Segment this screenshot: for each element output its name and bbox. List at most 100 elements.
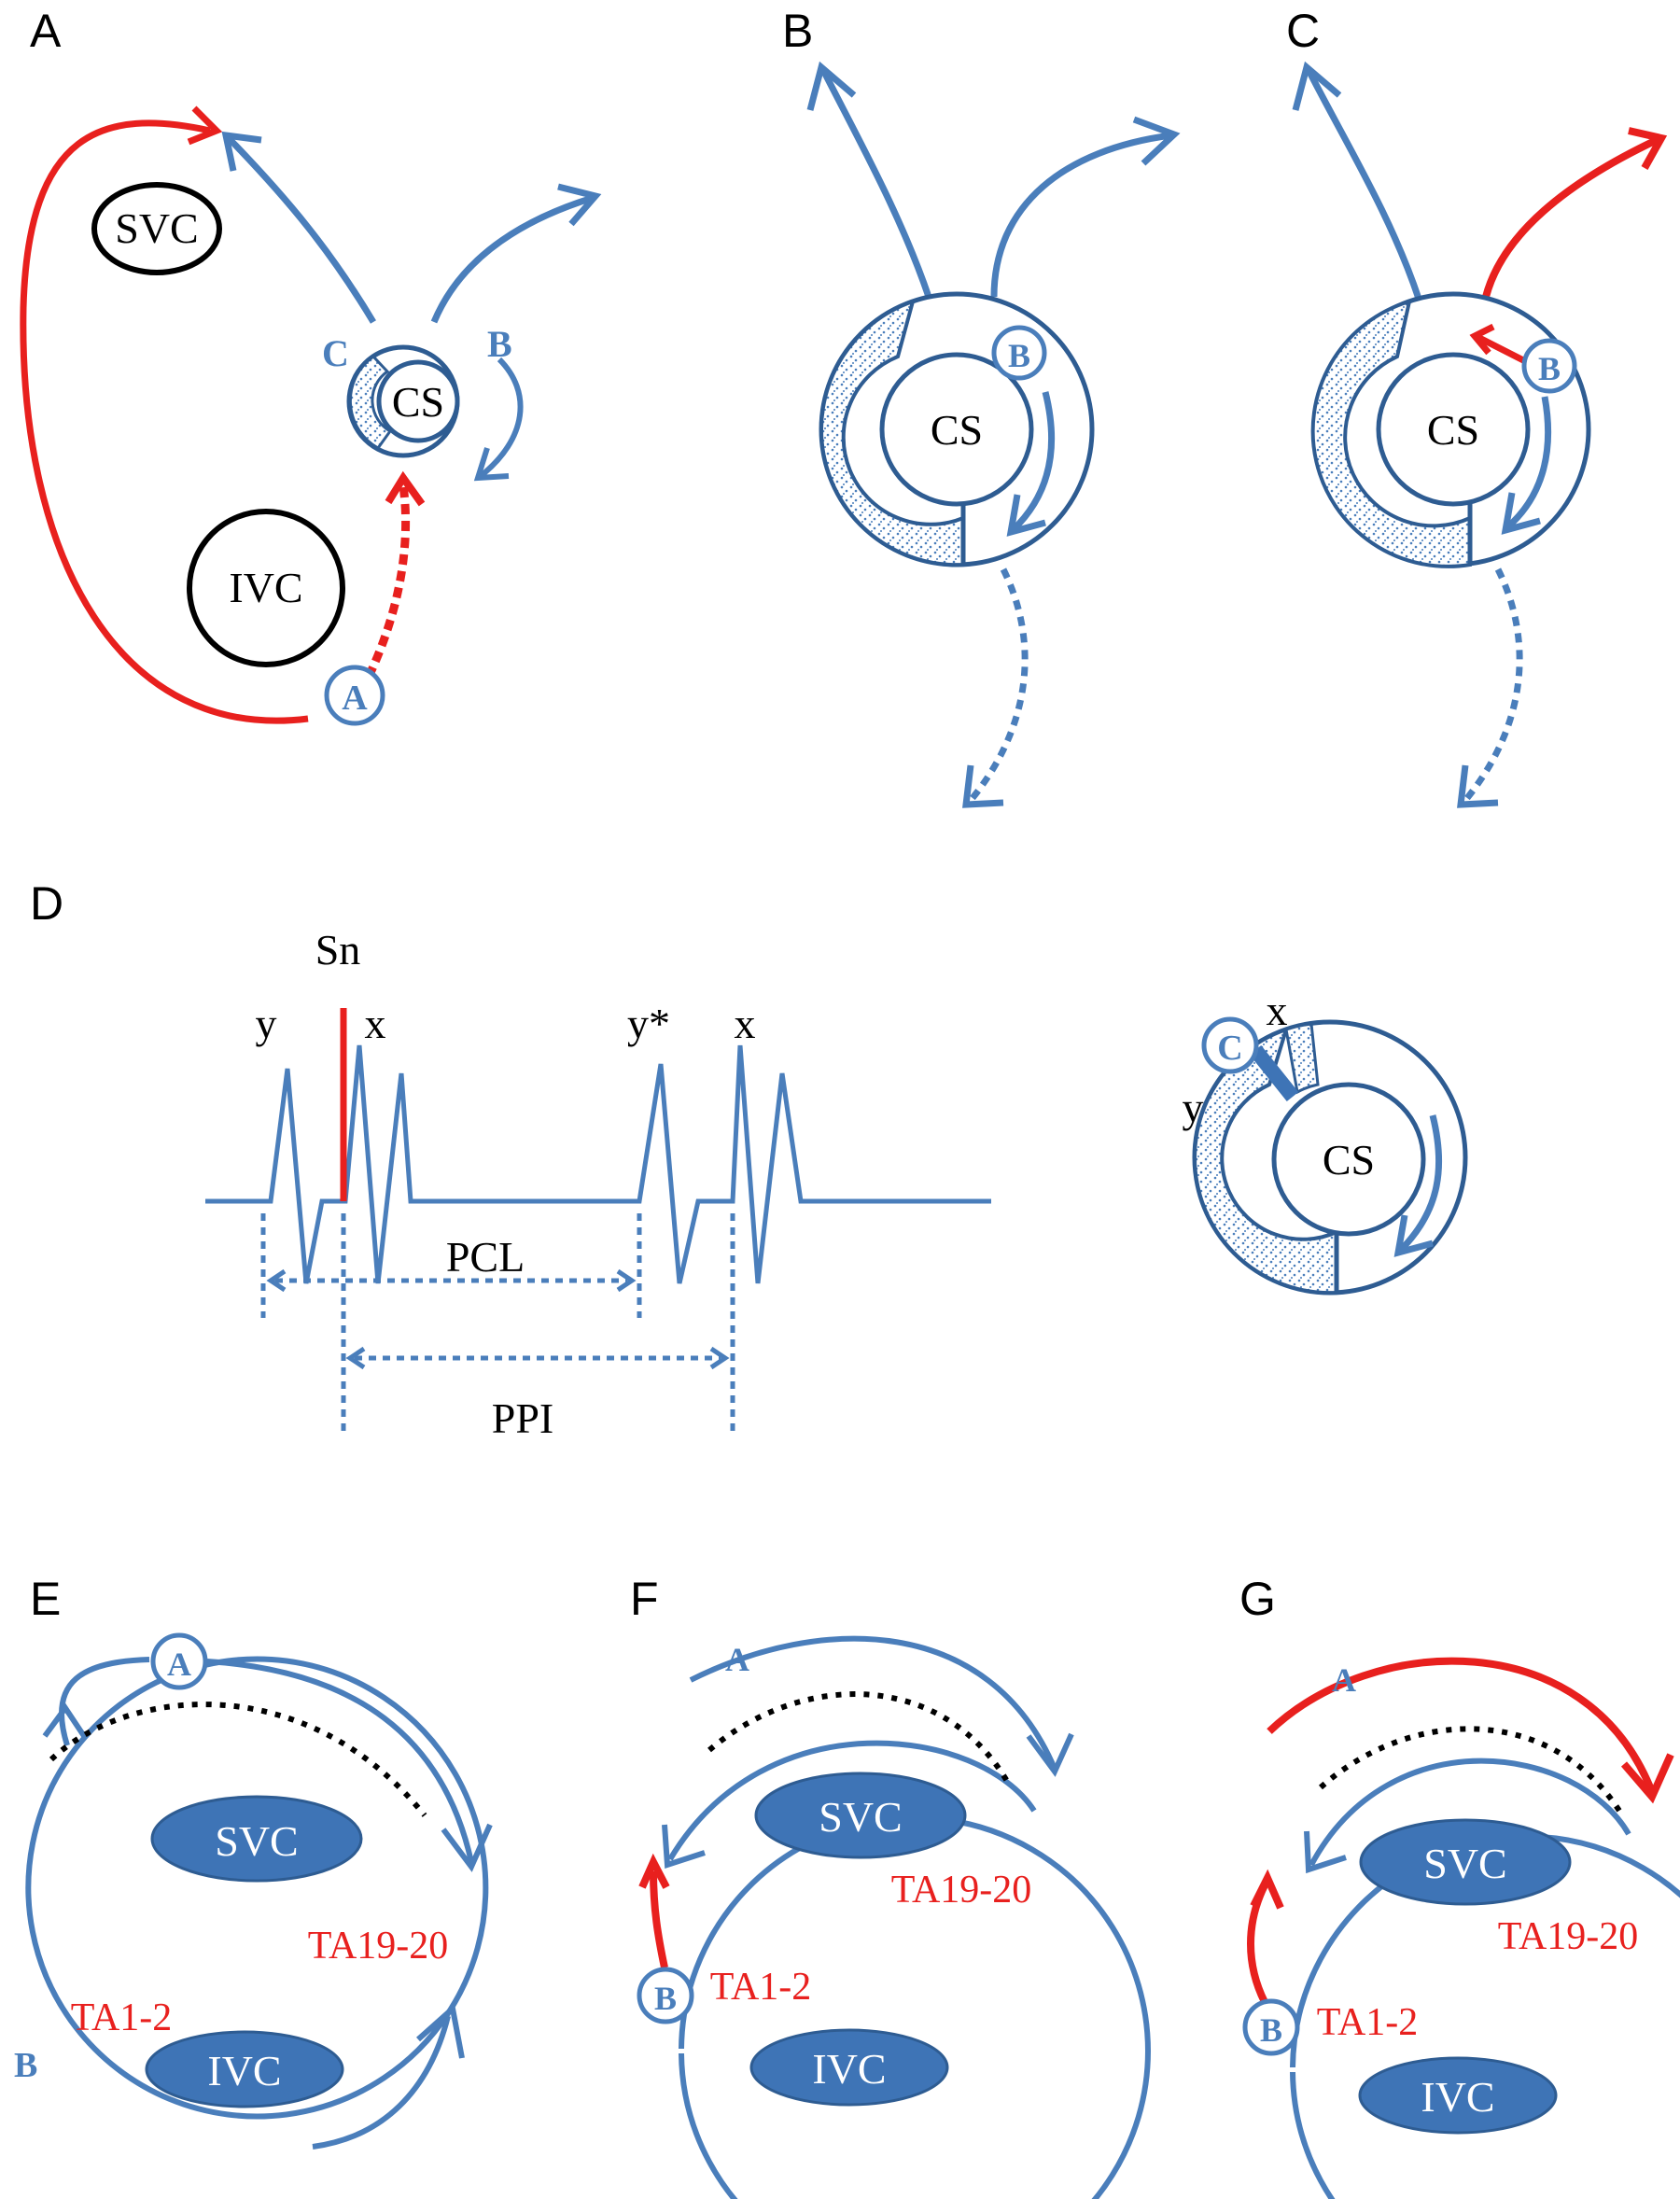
- ta19-20-label: TA19-20: [308, 1925, 449, 1968]
- cs-inner-ring: [376, 359, 460, 443]
- svc-ellipse: [91, 182, 222, 275]
- pcl-arrowhead-right: [616, 1268, 637, 1293]
- panel-d: D Sn y x y* x PCL PPI CS: [30, 877, 1468, 1442]
- upper-red-arrow: [1267, 1657, 1656, 1794]
- svc-label: SVC: [819, 1793, 902, 1841]
- blue-inner-curve: [1397, 1114, 1443, 1254]
- blue-small-curve-arrowhead: [473, 447, 510, 482]
- blue-dotted-exit: [970, 567, 1029, 801]
- site-c-label: C: [1217, 1029, 1242, 1068]
- cs-label: CS: [1427, 406, 1479, 454]
- ta1-2-label: TA1-2: [71, 1996, 173, 2039]
- ta19-20-label: TA19-20: [891, 1869, 1032, 1912]
- blue-arrowhead-up-left: [806, 61, 857, 111]
- svc-ellipse: [150, 1795, 363, 1883]
- block-line-dotted: [49, 1702, 427, 1817]
- ivc-ellipse: [145, 2030, 344, 2108]
- cs-stippled-region: [348, 355, 393, 450]
- ivc-label: IVC: [207, 2047, 281, 2094]
- upper-arrowhead: [1026, 1732, 1074, 1777]
- site-a-label: A: [167, 1646, 191, 1683]
- red-arrowhead-from-b: [638, 1853, 670, 1889]
- site-a-label: A: [1332, 1661, 1356, 1699]
- blue-inner-curve-arrowhead: [1006, 494, 1046, 537]
- lower-right-arrowhead: [416, 2003, 465, 2059]
- site-b-label: B: [1538, 350, 1561, 387]
- cs-inner-ring: [879, 352, 1034, 507]
- ppi-arrowhead-right: [709, 1346, 730, 1370]
- inner-arrowhead: [662, 1824, 706, 1870]
- site-c-circle: [1201, 1016, 1259, 1074]
- blue-arrow-up-left: [1305, 68, 1422, 301]
- lower-right-arrow: [312, 2015, 451, 2150]
- blue-dotted-exit-arrowhead: [1457, 764, 1499, 808]
- red-loop-arrowhead: [187, 105, 223, 146]
- blue-arrowhead-up-right: [1132, 116, 1181, 166]
- inner-arrowhead: [1304, 1830, 1347, 1874]
- blue-arrow-upper-right: [430, 194, 595, 324]
- blue-arrowhead-upper-left: [221, 131, 262, 172]
- red-arrow-from-b: [650, 1870, 668, 1968]
- cs-label: CS: [931, 406, 983, 454]
- site-c-label: C: [322, 332, 349, 374]
- red-arrowhead-up-right: [1628, 127, 1668, 170]
- site-a-circle: [150, 1632, 208, 1690]
- red-loop-path: [20, 119, 309, 724]
- ivc-circle: [187, 509, 345, 667]
- blue-arrow-upper-left: [226, 135, 377, 324]
- blue-small-curve: [479, 357, 524, 479]
- atrium-circle: [679, 1814, 1151, 2199]
- ivc-ellipse: [1358, 2056, 1558, 2135]
- x-label: x: [365, 1000, 386, 1047]
- ta19-20-label: TA19-20: [1498, 1915, 1639, 1958]
- cs-stippled-region: [819, 298, 965, 567]
- ivc-label: IVC: [812, 2045, 886, 2093]
- red-short-arrow: [1477, 334, 1533, 368]
- panel-c-letter: C: [1286, 5, 1320, 57]
- ivc-ellipse: [749, 2028, 949, 2107]
- panel-e-letter: E: [30, 1573, 61, 1625]
- panel-g: G SVC IVC TA19-20 TA1-2 B A: [1239, 1573, 1680, 2199]
- x2-label: x: [735, 1000, 756, 1047]
- blue-arrowhead-up-left: [1292, 61, 1342, 111]
- ring-y-label: y: [1183, 1084, 1204, 1131]
- blue-arrowhead-upper-right: [557, 183, 602, 227]
- panel-f: F SVC IVC TA19-20 TA1-2 B A: [630, 1573, 1151, 2199]
- cs-label: CS: [1323, 1136, 1375, 1184]
- site-b-circle: [991, 325, 1047, 381]
- block-line-dotted: [1319, 1726, 1622, 1813]
- sn-label: Sn: [315, 926, 361, 973]
- blue-inner-curve-arrowhead: [1501, 492, 1541, 535]
- svc-ellipse: [754, 1772, 967, 1859]
- svc-label: SVC: [115, 204, 198, 252]
- blue-inner-curve: [1010, 391, 1056, 533]
- conduction-block-bar: [1249, 1045, 1299, 1101]
- block-line-dotted: [707, 1691, 1011, 1785]
- cs-stippled-region: [1193, 1026, 1338, 1296]
- blue-inner-curve-arrowhead: [1393, 1214, 1434, 1257]
- svc-ellipse: [1359, 1818, 1572, 1906]
- site-b-circle: [1521, 338, 1577, 394]
- cs-inner-ring: [1376, 352, 1531, 507]
- ta1-2-label: TA1-2: [1317, 2001, 1419, 2044]
- upper-arrow: [689, 1635, 1057, 1771]
- inner-arrow: [1309, 1758, 1631, 1867]
- site-b-label: B: [487, 323, 512, 365]
- site-b-label: B: [1260, 2011, 1282, 2049]
- left-up-arrow: [59, 1657, 150, 1746]
- panel-d-letter: D: [30, 877, 63, 930]
- site-a-label: A: [725, 1641, 749, 1678]
- svc-label: SVC: [1423, 1840, 1506, 1887]
- pcl-label: PCL: [446, 1233, 525, 1281]
- ivc-label: IVC: [1421, 2073, 1494, 2121]
- site-b-label: B: [654, 1980, 677, 2017]
- cs-stippled-region: [1310, 299, 1472, 568]
- site-b-label: B: [14, 2046, 37, 2085]
- panel-b: B CS B: [782, 5, 1181, 808]
- left-up-arrowhead: [42, 1702, 87, 1738]
- blue-arrow-up-right: [990, 132, 1172, 298]
- ivc-label: IVC: [229, 564, 302, 611]
- blue-dotted-exit-arrowhead: [962, 764, 1004, 808]
- upper-red-arrowhead: [1620, 1753, 1674, 1804]
